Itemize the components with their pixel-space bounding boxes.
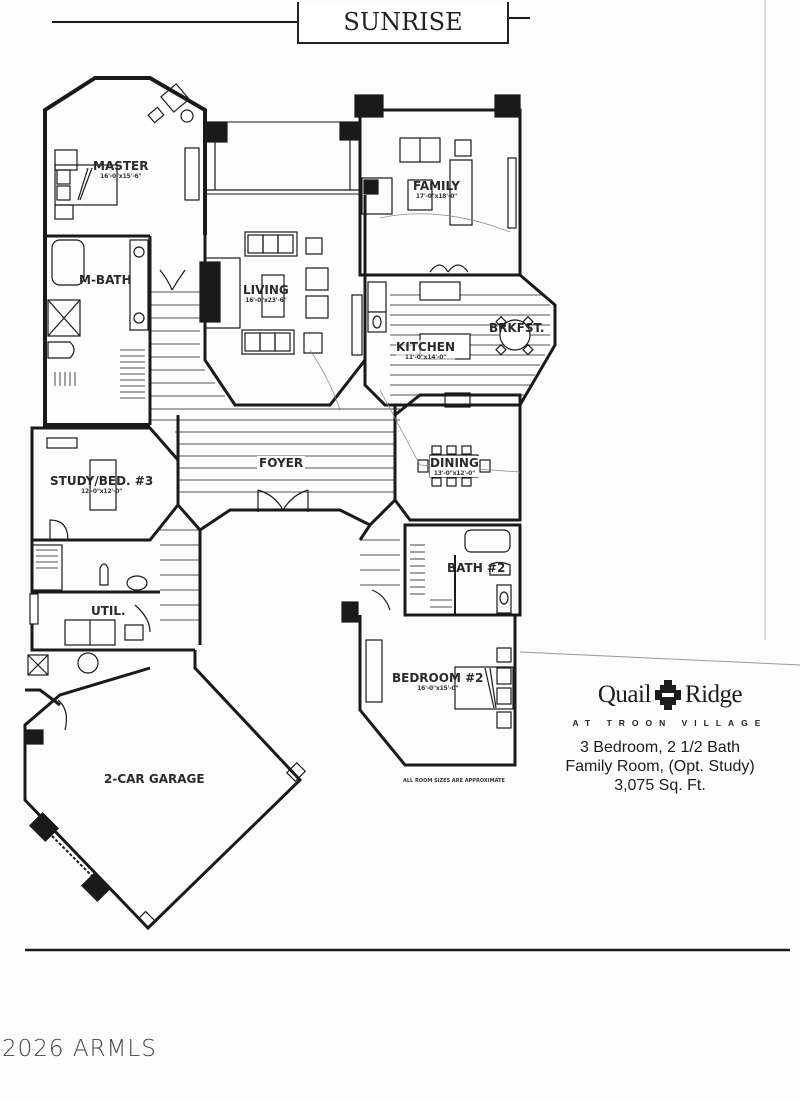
room-breakfast: BRKFST. <box>489 321 544 335</box>
room-dims: 16'-0"x15'-0" <box>417 685 459 692</box>
room-name: M-BATH <box>79 273 132 287</box>
room-dims: 16'-0"x23'-6" <box>245 297 287 304</box>
room-name: UTIL. <box>91 604 126 618</box>
room-name: DINING <box>430 456 479 470</box>
southwest-cross-icon <box>654 680 681 710</box>
room-dining: DINING 13'-0"x12'-0" <box>430 456 479 477</box>
room-bath-2: BATH #2 <box>447 561 505 575</box>
room-dims: 17'-0"x18'-0" <box>415 193 458 200</box>
brand-logo: Quail Ridge AT TROON VILLAGE <box>560 680 780 728</box>
room-name: 2-CAR GARAGE <box>104 772 205 786</box>
room-name: BATH #2 <box>447 561 506 575</box>
room-dims: 16'-0"x15'-6" <box>100 173 142 180</box>
room-m-bath: M-BATH <box>79 273 132 287</box>
room-study: STUDY/BED. #3 12'-0"x12'-0" <box>50 474 153 495</box>
room-bedroom-2: BEDROOM #2 16'-0"x15'-0" <box>392 671 483 692</box>
room-garage: 2-CAR GARAGE <box>104 772 205 786</box>
room-foyer: FOYER <box>257 456 306 470</box>
room-name: BEDROOM #2 <box>392 671 484 685</box>
brand-name: Quail Ridge <box>560 680 780 710</box>
room-living: LIVING 16'-0"x23'-6" <box>243 283 289 304</box>
plan-title: SUNRISE <box>297 2 509 44</box>
room-dims: 11'-0"x14'-0" <box>404 354 447 361</box>
brand-subtitle: AT TROON VILLAGE <box>572 718 768 728</box>
room-master: MASTER 16'-0"x15'-6" <box>93 159 149 180</box>
brand-name-left: Quail <box>597 681 652 708</box>
room-family: FAMILY 17'-0"x18'-0" <box>413 179 460 200</box>
brand-name-right: Ridge <box>684 681 743 708</box>
room-kitchen: KITCHEN 11'-0"x14'-0" <box>396 340 456 361</box>
specs-square-feet: 3,075 Sq. Ft. <box>614 777 706 794</box>
specs-bed-bath: 3 Bedroom, 2 1/2 Bath <box>579 739 741 756</box>
copyright-watermark: 2026 ARMLS <box>2 1036 157 1062</box>
room-dims: 12'-0"x12'-0" <box>80 488 123 495</box>
specs-rooms: Family Room, (Opt. Study) <box>565 758 755 775</box>
room-utility: UTIL. <box>91 604 126 618</box>
room-name: STUDY/BED. #3 <box>50 474 154 488</box>
room-name: MASTER <box>93 159 149 173</box>
room-dims: 13'-0"x12'-0" <box>433 470 476 477</box>
room-name: FOYER <box>259 456 304 470</box>
room-name: BRKFST. <box>489 321 545 335</box>
room-name: KITCHEN <box>396 340 456 354</box>
room-name: LIVING <box>243 283 289 297</box>
room-name: FAMILY <box>413 179 460 193</box>
home-specs: 3 Bedroom, 2 1/2 Bath Family Room, (Opt.… <box>525 738 795 795</box>
approximate-sizes-note: ALL ROOM SIZES ARE APPROXIMATE <box>403 778 505 784</box>
